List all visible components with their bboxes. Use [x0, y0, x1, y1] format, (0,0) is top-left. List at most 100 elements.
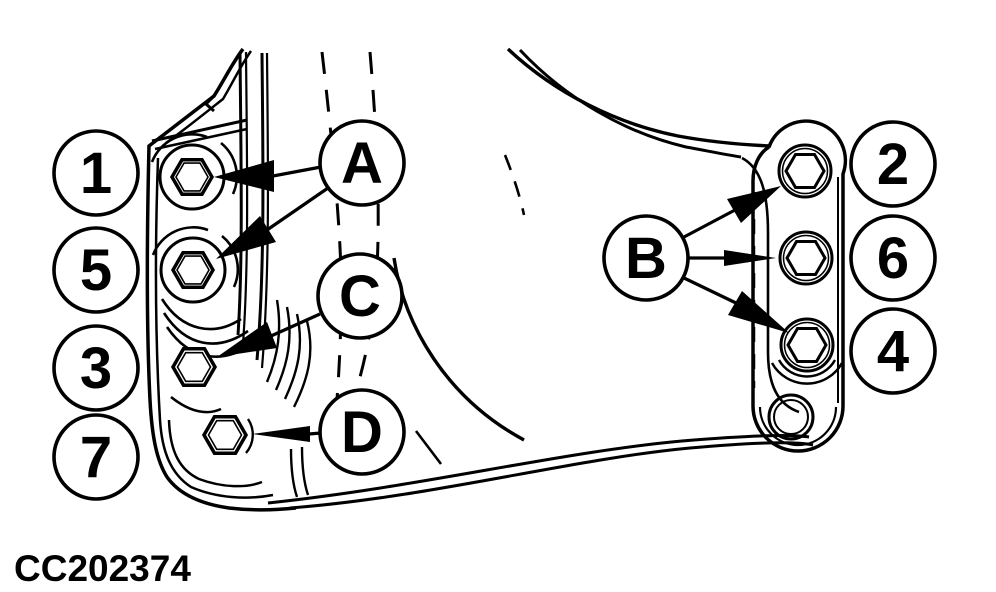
gusset-line	[151, 118, 248, 143]
callout-5-label: 5	[80, 238, 112, 303]
bolt-ring-inner	[783, 321, 831, 369]
callout-C-label: C	[339, 264, 381, 329]
hex-bolt-icon-2	[784, 153, 826, 189]
boss-arc	[150, 133, 208, 163]
letter-callouts: A C D B	[316, 119, 690, 476]
callout-D-circle	[318, 388, 406, 476]
bracket-outline	[145, 47, 814, 512]
hex-bolt-icon-7-inner	[207, 419, 243, 451]
hex-bolt-icon-1-inner	[175, 162, 209, 192]
flange-step-line	[255, 52, 265, 361]
callout-1: 1	[52, 129, 140, 217]
arrow-b-to-bolt6-head	[724, 250, 776, 266]
callout-1-circle	[52, 129, 140, 217]
callout-7-label: 7	[80, 425, 112, 490]
callout-D: D	[318, 388, 406, 476]
callout-B: B	[602, 214, 690, 302]
callout-4-label: 4	[877, 319, 909, 384]
callout-B-label: B	[625, 226, 667, 291]
rib-line	[274, 306, 291, 391]
hex-bolt-icon-7	[201, 415, 249, 455]
hex-bolt-icon-3	[170, 347, 218, 387]
arm-top-edge-inner	[518, 48, 742, 159]
boss-arc	[151, 226, 209, 256]
flange-step-line	[236, 51, 243, 336]
arm-bottom-edge	[267, 434, 810, 505]
boss-blend	[170, 395, 222, 414]
rib-line	[265, 299, 281, 383]
callout-3-circle	[52, 324, 140, 412]
callout-A-circle	[318, 119, 406, 207]
callout-2: 2	[849, 120, 937, 208]
callout-C-circle	[316, 252, 404, 340]
boss-blend	[160, 298, 242, 331]
boss-arc	[221, 234, 240, 288]
boss-blend	[162, 312, 249, 345]
arrow-a-to-bolt1-shaft	[272, 165, 322, 178]
rib-line	[292, 320, 312, 408]
callout-5: 5	[52, 226, 140, 314]
body-edge	[392, 257, 525, 442]
hidden-edge-dashed	[354, 51, 380, 393]
edge-notch	[203, 94, 216, 113]
hex-bolt-icon-5-inner	[176, 255, 210, 285]
callout-5-circle	[52, 226, 140, 314]
right-flange-inner-bottom-arc	[758, 406, 838, 447]
hex-bolt-icon-4	[786, 327, 828, 363]
callout-A: A	[318, 119, 406, 207]
arrow-b-to-bolt4-shaft	[683, 276, 737, 305]
number-callouts: 1 5 3 7 2 6 4	[52, 120, 937, 501]
arm-top-edge	[506, 47, 772, 148]
arrow-b-to-bolt2-shaft	[683, 208, 736, 239]
boss-arc	[220, 141, 239, 195]
callout-C: C	[316, 252, 404, 340]
arrow-d-to-bolt7-head	[252, 426, 310, 442]
arrow-c-to-bolt3-head	[217, 322, 277, 357]
hex-bolt-icon-5	[170, 250, 216, 290]
right-flange-inner-left-contour	[741, 156, 800, 414]
left-flange-top-inner-edge	[165, 50, 253, 145]
arrow-c-to-bolt3-shaft	[270, 312, 321, 338]
bolt-boss	[159, 236, 227, 304]
callout-A-label: A	[341, 131, 383, 196]
callout-B-circle	[602, 214, 690, 302]
callout-7: 7	[52, 413, 140, 501]
figure-caption: CC202374	[14, 548, 191, 589]
callout-4: 4	[849, 307, 937, 395]
boss-arc	[777, 359, 837, 378]
hex-bolt-icon-6	[785, 240, 827, 276]
left-flange-bolts	[150, 133, 255, 455]
right-flange-outline	[751, 119, 848, 453]
boss-arc	[245, 418, 255, 454]
arrow-b-to-bolt2-head	[727, 186, 781, 223]
hex-bolt-icon-1	[169, 157, 215, 197]
callout-3: 3	[52, 324, 140, 412]
rib-line	[300, 446, 310, 496]
bolt-ring-inner	[781, 147, 829, 195]
round-hole-icon-inner	[773, 399, 809, 435]
callout-6-label: 6	[877, 226, 909, 291]
rib-line	[414, 430, 443, 465]
callout-4-circle	[849, 307, 937, 395]
bolt-ring-inner	[782, 234, 830, 282]
hidden-edge-dashed	[503, 154, 526, 216]
arrow-a-to-bolt1-head	[214, 160, 274, 192]
hex-bolt-icon-3-inner	[176, 351, 212, 383]
callout-1-label: 1	[80, 141, 112, 206]
callout-2-circle	[849, 120, 937, 208]
boss-arc	[770, 362, 844, 385]
arrow-b-to-bolt4-head	[728, 291, 789, 333]
arrow-a-to-bolt5-head	[216, 216, 276, 259]
flange-step-line	[241, 51, 249, 345]
callout-7-circle	[52, 413, 140, 501]
left-flange-pocket-contour	[167, 419, 263, 488]
callout-D-label: D	[341, 400, 383, 465]
callout-2-label: 2	[877, 132, 909, 197]
left-flange-outline	[145, 47, 297, 512]
rib-line	[289, 448, 299, 498]
round-hole-icon	[767, 393, 815, 441]
callout-3-label: 3	[80, 336, 112, 401]
callout-6-circle	[849, 214, 937, 302]
